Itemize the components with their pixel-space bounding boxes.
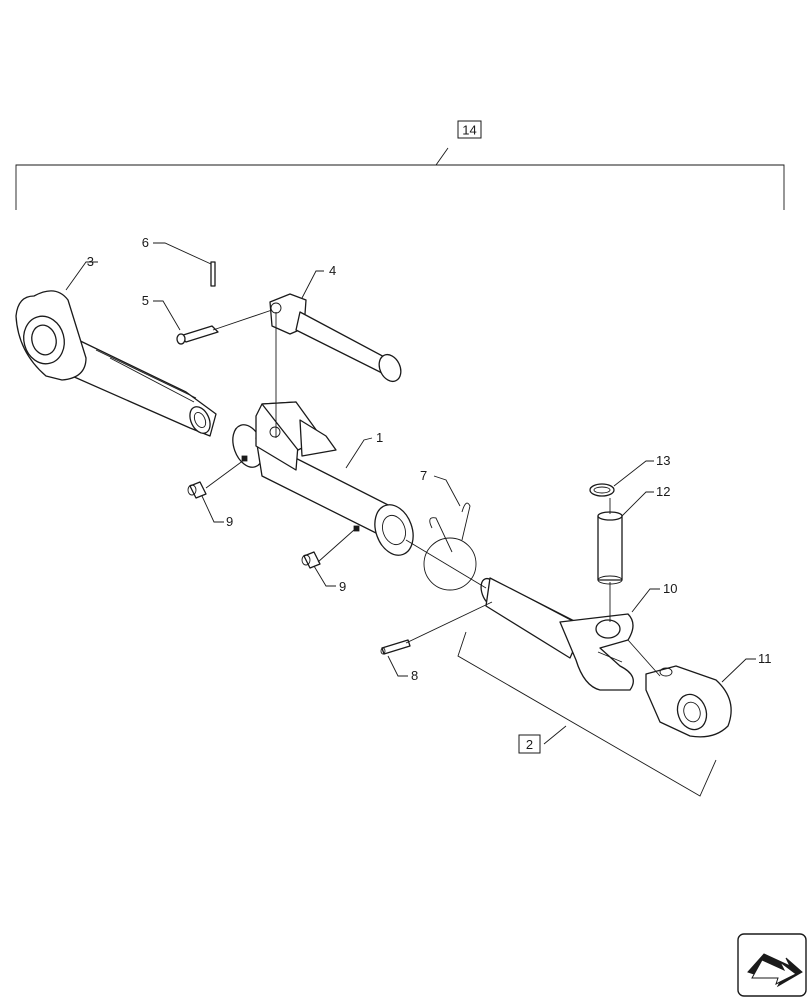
callout-3: 3	[87, 254, 94, 269]
callout-12: 12	[656, 484, 670, 499]
next-page-arrow-icon[interactable]	[737, 933, 807, 997]
part-13-ring	[589, 483, 615, 497]
part-6-cotter-pin	[210, 261, 216, 287]
callout-10: 10	[663, 581, 677, 596]
part-11-rod-end	[645, 665, 732, 738]
callout-9b: 9	[339, 579, 346, 594]
callout-5: 5	[142, 293, 149, 308]
part-4-pin	[269, 293, 402, 383]
assembly-bracket-2: 2	[457, 631, 717, 797]
callout-6: 6	[142, 235, 149, 250]
part-1-tube-body	[232, 401, 414, 556]
part-5-small-pin	[176, 325, 219, 345]
part-9-grease-fitting-lower	[301, 551, 321, 569]
callout-1: 1	[376, 430, 383, 445]
callouts: 3 6 5 4 1 7 13 12 10 11 9 9 8	[65, 235, 772, 683]
callout-7: 7	[420, 468, 427, 483]
callout-11: 11	[758, 651, 772, 666]
part-2-adjusting-shaft	[480, 577, 634, 691]
callout-13: 13	[656, 453, 670, 468]
part-8-roll-pin	[380, 639, 411, 655]
callout-8: 8	[411, 668, 418, 683]
part-3-ball-end	[15, 290, 217, 437]
assembly-bracket-14: 14	[15, 120, 785, 210]
callout-14: 14	[462, 123, 476, 138]
assembly-lines	[205, 309, 661, 677]
part-9-grease-fitting-upper	[187, 481, 207, 499]
callout-9a: 9	[226, 514, 233, 529]
part-12-bushing	[597, 511, 623, 585]
callout-2: 2	[526, 737, 533, 752]
callout-4: 4	[329, 263, 336, 278]
part-7-wire-clip	[423, 502, 477, 591]
